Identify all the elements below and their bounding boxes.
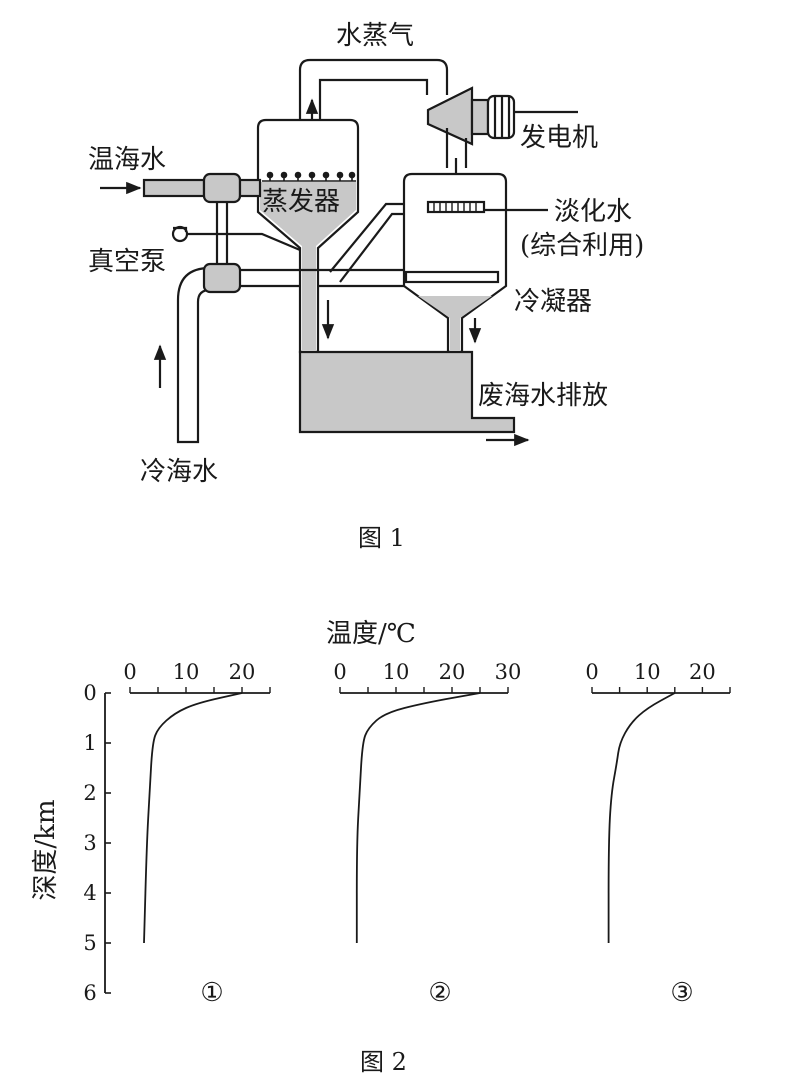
profile-chart-1: 0 10 20 ① (123, 660, 271, 1008)
warm-seawater-pipe (142, 178, 206, 198)
profile-label: ① (200, 978, 223, 1008)
condenser-liquid (418, 296, 492, 350)
label-waste-discharge: 废海水排放 (478, 381, 608, 411)
turbine (426, 86, 474, 146)
temperature-axis-label: 温度/℃ (326, 619, 416, 649)
temperature-tick-label: 0 (333, 660, 346, 684)
cold-valve (202, 262, 242, 294)
profile-label: ③ (670, 978, 693, 1008)
temperature-profile-line (143, 692, 243, 944)
depth-tick-label: 1 (83, 731, 96, 755)
vacuum-pump (171, 225, 301, 252)
evaporator-liquid (260, 182, 356, 350)
depth-axis-label: 深度/km (31, 799, 61, 900)
temperature-profile-line (355, 692, 481, 943)
temperature-tick-label: 0 (123, 660, 136, 684)
figure2-caption: 图 2 (360, 1048, 407, 1076)
label-vacuum-pump: 真空泵 (88, 247, 166, 277)
depth-tick-label: 3 (83, 831, 96, 855)
coil-pipe (329, 202, 404, 283)
profile-charts: 0 10 20 ① 0 10 20 30 ② 0 10 20 ③ (123, 660, 731, 1008)
temperature-tick-label: 10 (634, 660, 661, 684)
label-warm-seawater: 温海水 (88, 145, 166, 175)
temperature-tick-label: 20 (229, 660, 256, 684)
label-fresh-water-use: (综合利用) (520, 231, 644, 261)
label-cold-seawater: 冷海水 (140, 457, 218, 487)
temperature-tick-label: 20 (689, 660, 716, 684)
temperature-profile-line (607, 692, 676, 943)
depth-axis: 0 1 2 3 4 5 6 (83, 681, 111, 1005)
depth-tick-label: 2 (83, 781, 96, 805)
cold-to-condenser (240, 268, 404, 288)
depth-tick-label: 4 (83, 881, 96, 905)
temperature-tick-label: 10 (383, 660, 410, 684)
fig1-labels: 水蒸气 发电机 温海水 蒸发器 淡化水 (综合利用) 真空泵 冷凝器 废海水排放… (88, 21, 644, 552)
depth-tick-label: 6 (83, 981, 96, 1005)
depth-tick-label: 0 (83, 681, 96, 705)
warm-valve (202, 172, 242, 204)
fresh-water-collector (426, 200, 486, 214)
depth-tick-label: 5 (83, 931, 96, 955)
cold-seawater-pipe (176, 266, 212, 444)
waste-tank (298, 350, 516, 434)
steam-pipe (298, 58, 449, 122)
label-evaporator: 蒸发器 (262, 187, 340, 217)
profile-chart-3: 0 10 20 ③ (585, 660, 731, 1008)
otec-diagram (100, 58, 578, 447)
temperature-tick-label: 10 (173, 660, 200, 684)
steam-pipe-inner (318, 78, 429, 122)
label-fresh-water: 淡化水 (554, 197, 632, 227)
condenser-vessel (402, 172, 508, 354)
profile-chart-2: 0 10 20 30 ② (333, 660, 521, 1008)
generator-body (470, 98, 490, 136)
temperature-tick-label: 20 (439, 660, 466, 684)
temperature-tick-label: 30 (495, 660, 522, 684)
label-generator: 发电机 (520, 123, 598, 153)
label-water-vapor: 水蒸气 (336, 21, 414, 51)
spray-nozzles (262, 171, 356, 182)
temperature-tick-label: 0 (585, 660, 598, 684)
figure1-caption: 图 1 (358, 524, 405, 552)
label-condenser: 冷凝器 (514, 287, 592, 317)
profile-label: ② (428, 978, 451, 1008)
condenser-coil-bottom (404, 270, 500, 284)
